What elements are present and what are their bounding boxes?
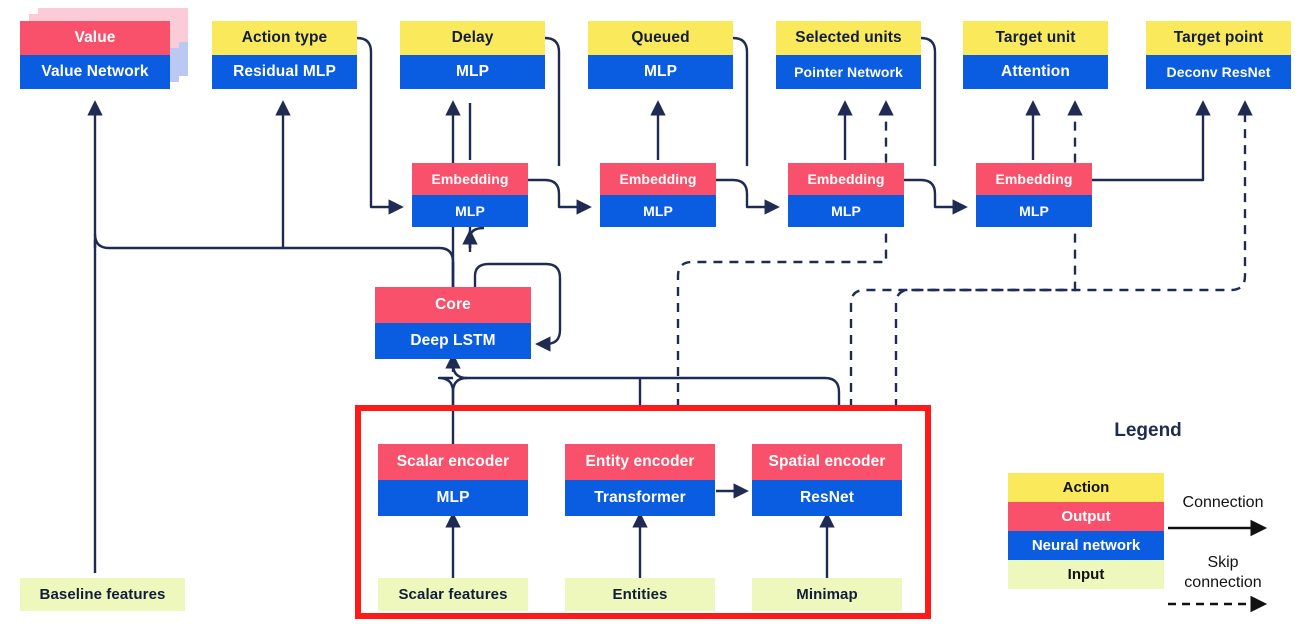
- embedding-4[interactable]: Embedding MLP: [976, 163, 1092, 227]
- legend-swatch-action: Action: [1008, 473, 1164, 502]
- input-scalar-features-label: Scalar features: [378, 578, 528, 611]
- core-block[interactable]: Core Deep LSTM: [375, 287, 531, 359]
- head-value-network: Value Network: [20, 55, 170, 89]
- embedding-1-output: Embedding: [412, 163, 528, 195]
- skip-entity-to-target-unit: [849, 100, 1083, 408]
- head-value-action: Value: [20, 21, 170, 55]
- head-target-point-action: Target point: [1146, 21, 1291, 55]
- head-queued-network: MLP: [588, 55, 733, 89]
- legend-title: Legend: [1114, 420, 1182, 441]
- head-target-unit-network: Attention: [963, 55, 1108, 89]
- legend-swatch-output: Output: [1008, 502, 1164, 531]
- head-target-unit[interactable]: Target unit Attention: [963, 21, 1108, 89]
- embedding-3-network: MLP: [788, 195, 904, 227]
- input-scalar-features[interactable]: Scalar features: [378, 578, 528, 611]
- input-minimap[interactable]: Minimap: [752, 578, 902, 611]
- embedding-4-network: MLP: [976, 195, 1092, 227]
- encoder-spatial-network: ResNet: [752, 480, 902, 516]
- encoder-entity[interactable]: Entity encoder Transformer: [565, 444, 715, 516]
- encoder-highlight-box: [355, 405, 931, 619]
- embedding-2-output: Embedding: [600, 163, 716, 195]
- head-target-point-network: Deconv ResNet: [1146, 55, 1291, 89]
- wire-delay-out: [544, 36, 561, 166]
- embedding-1-network: MLP: [412, 195, 528, 227]
- wire-selected-out: [920, 36, 937, 166]
- encoder-entity-network: Transformer: [565, 480, 715, 516]
- legend-skip-label-line1: Skip: [1207, 554, 1239, 571]
- head-delay[interactable]: Delay MLP: [400, 21, 545, 89]
- embedding-2[interactable]: Embedding MLP: [600, 163, 716, 227]
- input-entities[interactable]: Entities: [565, 578, 715, 611]
- embedding-4-output: Embedding: [976, 163, 1092, 195]
- wire-collector-up: [451, 356, 468, 380]
- head-delay-action: Delay: [400, 21, 545, 55]
- core-output: Core: [375, 287, 531, 323]
- head-value[interactable]: Value Value Network: [20, 21, 170, 89]
- encoder-scalar-network: MLP: [378, 480, 528, 516]
- encoder-scalar-output: Scalar encoder: [378, 444, 528, 480]
- wire-embedding1-to-embedding2: [528, 178, 592, 215]
- head-target-point[interactable]: Target point Deconv ResNet: [1146, 21, 1291, 89]
- head-delay-network: MLP: [400, 55, 545, 89]
- wire-embedding4-to-targetpoint: [1092, 100, 1211, 182]
- head-queued-action: Queued: [588, 21, 733, 55]
- input-entities-label: Entities: [565, 578, 715, 611]
- wire-actiontype-to-embedding1: [356, 36, 404, 215]
- embedding-2-network: MLP: [600, 195, 716, 227]
- embedding-3[interactable]: Embedding MLP: [788, 163, 904, 227]
- head-selected-units-network: Pointer Network: [776, 55, 921, 89]
- wire-embedding3-to-embedding4: [904, 178, 968, 215]
- encoder-entity-output: Entity encoder: [565, 444, 715, 480]
- wire-embedding2-to-embedding3: [716, 178, 780, 215]
- skip-entity-to-selected-units: [676, 100, 894, 408]
- wire-queued-out: [732, 36, 749, 166]
- encoder-spatial[interactable]: Spatial encoder ResNet: [752, 444, 902, 516]
- head-queued[interactable]: Queued MLP: [588, 21, 733, 89]
- embedding-3-output: Embedding: [788, 163, 904, 195]
- encoder-scalar[interactable]: Scalar encoder MLP: [378, 444, 528, 516]
- legend-connection-label: Connection: [1182, 494, 1264, 511]
- embedding-1[interactable]: Embedding MLP: [412, 163, 528, 227]
- head-action-type-network: Residual MLP: [212, 55, 357, 89]
- head-action-type[interactable]: Action type Residual MLP: [212, 21, 357, 89]
- head-target-unit-action: Target unit: [963, 21, 1108, 55]
- input-baseline-features[interactable]: Baseline features: [20, 578, 185, 611]
- core-network: Deep LSTM: [375, 323, 531, 359]
- head-action-type-action: Action type: [212, 21, 357, 55]
- wire-core-to-left-trunk: [93, 233, 455, 288]
- input-baseline-features-label: Baseline features: [20, 578, 185, 611]
- legend-skip-label-line2: connection: [1184, 574, 1262, 591]
- encoder-spatial-output: Spatial encoder: [752, 444, 902, 480]
- skip-spatial-to-target-point: [894, 100, 1253, 408]
- legend-swatch-input: Input: [1008, 560, 1164, 589]
- head-selected-units-action: Selected units: [776, 21, 921, 55]
- head-selected-units[interactable]: Selected units Pointer Network: [776, 21, 921, 89]
- legend-swatch-neural-network: Neural network: [1008, 531, 1164, 560]
- input-minimap-label: Minimap: [752, 578, 902, 611]
- wire-spatial-to-core-collector: [467, 376, 841, 408]
